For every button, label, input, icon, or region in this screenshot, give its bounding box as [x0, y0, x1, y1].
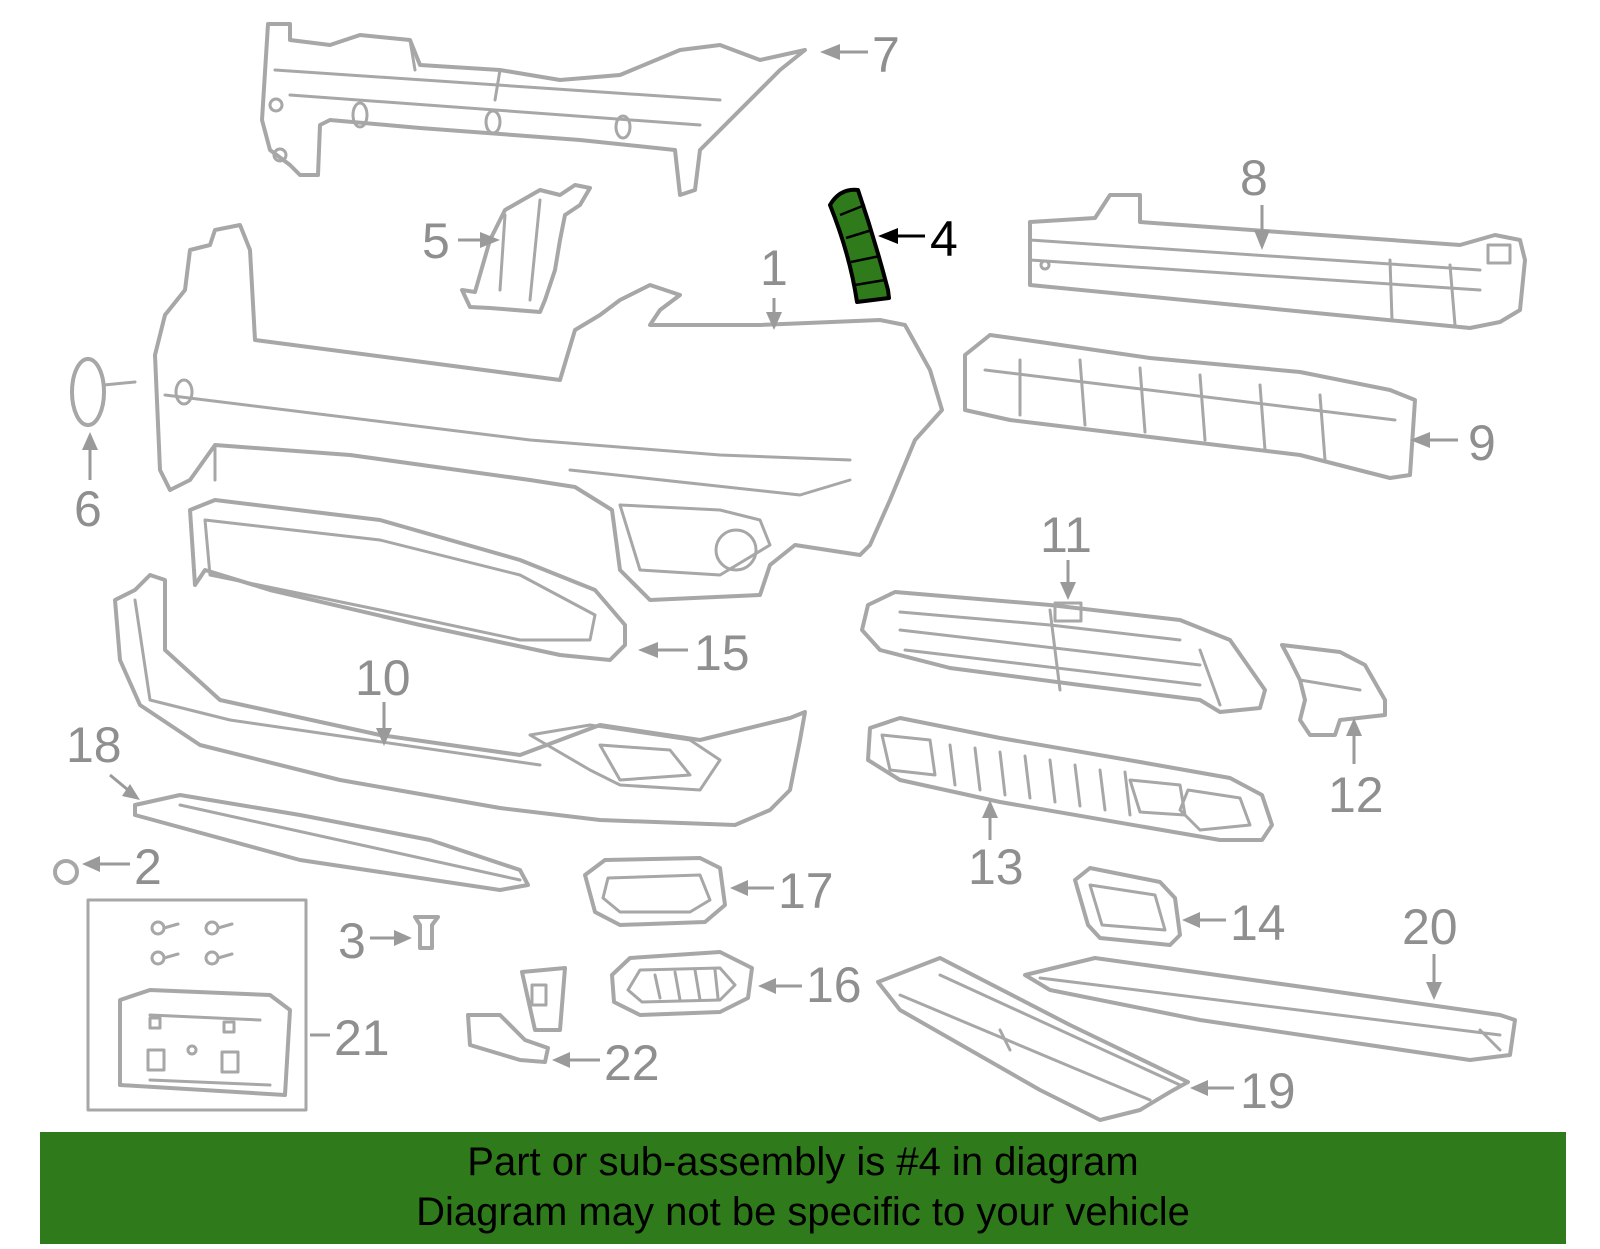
callout-10: 10: [355, 650, 411, 746]
part-4-highlighted-bracket: [828, 187, 891, 304]
callout-5: 5: [422, 213, 500, 269]
svg-text:17: 17: [778, 863, 834, 919]
part-9-energy-absorber: [963, 333, 1417, 480]
callout-7: 7: [820, 27, 900, 83]
callout-15: 15: [638, 625, 750, 681]
svg-text:16: 16: [806, 957, 862, 1013]
callout-12: 12: [1328, 718, 1384, 823]
part-20-skid-strip: [1023, 956, 1517, 1062]
part-18-molding: [133, 793, 530, 892]
svg-text:20: 20: [1402, 899, 1458, 955]
callout-19: 19: [1190, 1063, 1296, 1119]
callout-4: 4: [878, 211, 958, 267]
svg-text:2: 2: [134, 839, 162, 895]
svg-text:7: 7: [872, 27, 900, 83]
part-21-license-bracket-kit: [86, 898, 308, 1112]
svg-text:19: 19: [1240, 1063, 1296, 1119]
part-16-grille-insert: [610, 950, 754, 1017]
svg-text:13: 13: [968, 839, 1024, 895]
part-1-bumper-fascia: [153, 223, 944, 602]
svg-text:9: 9: [1468, 415, 1496, 471]
svg-text:8: 8: [1240, 150, 1268, 206]
part-15-grille-surround: [188, 498, 627, 662]
part-2-clip: [53, 859, 79, 885]
svg-text:12: 12: [1328, 767, 1384, 823]
part-8-reinforcement-beam: [1028, 193, 1527, 330]
callout-13: 13: [968, 800, 1024, 895]
svg-text:22: 22: [604, 1035, 660, 1091]
callout-21: 21: [310, 1010, 390, 1066]
parts-diagram: 7 5 4 8 9: [53, 22, 1527, 1122]
svg-text:3: 3: [338, 913, 366, 969]
svg-text:18: 18: [66, 717, 122, 773]
svg-text:21: 21: [334, 1010, 390, 1066]
callout-17: 17: [730, 863, 834, 919]
part-11-grille-shutter: [860, 590, 1267, 714]
part-22-sensor: [466, 966, 567, 1064]
info-banner: Part or sub-assembly is #4 in diagram Di…: [40, 1132, 1566, 1244]
part-7-upper-support: [260, 22, 807, 197]
callout-16: 16: [758, 957, 862, 1013]
part-17-fog-bezel: [583, 856, 727, 927]
callout-3: 3: [338, 913, 412, 969]
callout-22: 22: [552, 1035, 660, 1091]
part-13-lower-grille: [866, 716, 1274, 842]
part-6-cap: [70, 357, 137, 427]
svg-text:1: 1: [760, 240, 788, 296]
callout-14: 14: [1182, 895, 1286, 951]
callout-8: 8: [1240, 150, 1270, 250]
banner-line-2: Diagram may not be specific to your vehi…: [416, 1190, 1190, 1234]
svg-text:14: 14: [1230, 895, 1286, 951]
part-14-bezel: [1073, 866, 1182, 947]
svg-text:4: 4: [930, 211, 958, 267]
banner-line-1: Part or sub-assembly is #4 in diagram: [467, 1140, 1139, 1184]
callout-20: 20: [1402, 899, 1458, 1000]
part-19-air-dam: [876, 956, 1190, 1122]
svg-text:15: 15: [694, 625, 750, 681]
callout-18: 18: [66, 717, 140, 800]
svg-text:10: 10: [355, 650, 411, 706]
callout-1: 1: [760, 240, 788, 330]
part-5-bracket: [460, 183, 592, 314]
part-3-push-pin: [413, 915, 440, 950]
callout-9: 9: [1410, 415, 1496, 471]
callout-2: 2: [82, 839, 162, 895]
svg-text:6: 6: [74, 481, 102, 537]
callout-11: 11: [1040, 507, 1092, 600]
part-12-bracket: [1280, 643, 1387, 737]
svg-text:5: 5: [422, 213, 450, 269]
callout-6: 6: [74, 432, 102, 537]
svg-text:11: 11: [1040, 507, 1092, 563]
part-10-lower-fascia: [113, 573, 807, 827]
